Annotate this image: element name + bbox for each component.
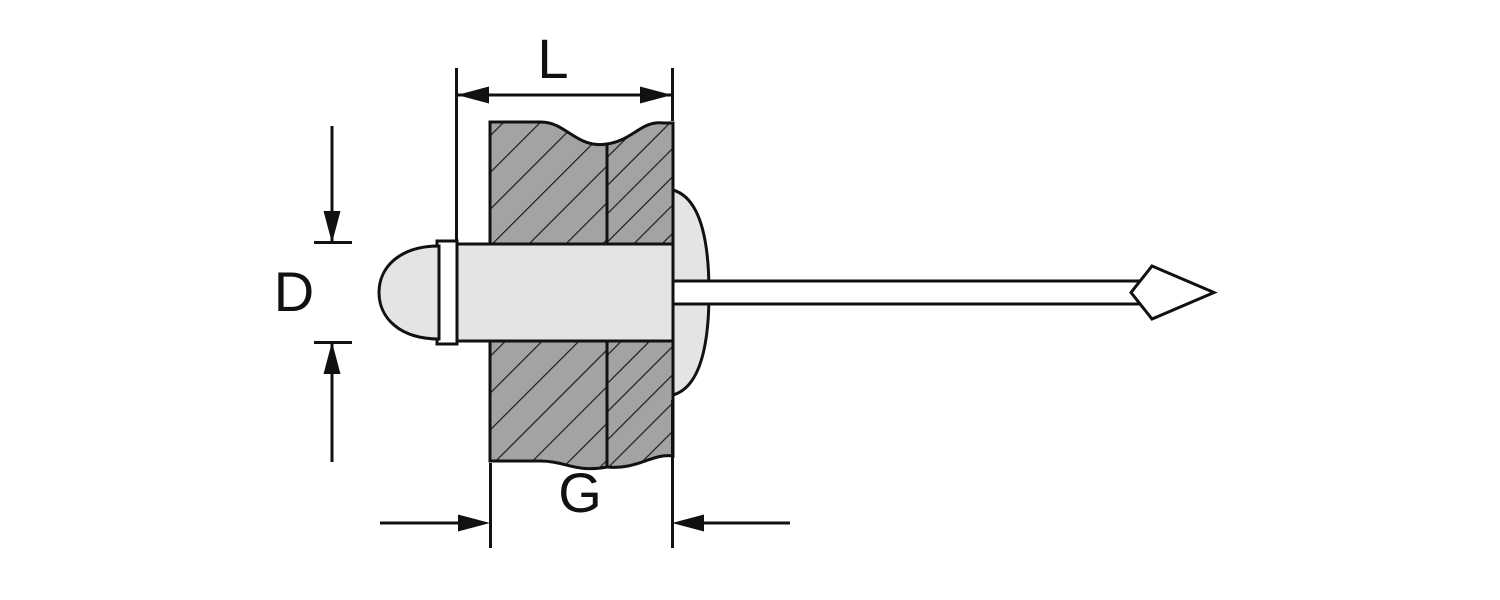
- mandrel-tip: [1129, 264, 1218, 321]
- plate-upper-right: [605, 121, 675, 246]
- mandrel-rod: [671, 279, 1154, 306]
- dimension-diameter: D: [274, 126, 352, 462]
- arrowhead-up: [323, 342, 341, 374]
- plate-upper-left: [488, 120, 609, 246]
- arrowhead-left: [457, 86, 489, 104]
- dimension-grip: G: [380, 400, 790, 548]
- rivet-group: [377, 187, 1218, 398]
- arrowhead-left: [672, 514, 704, 532]
- plates-group: [488, 120, 675, 471]
- dimension-length: L: [455, 27, 674, 240]
- plate-lower-right: [605, 339, 675, 469]
- grip-label: G: [558, 461, 602, 524]
- arrowhead-down: [323, 211, 341, 243]
- dome-head: [377, 244, 441, 341]
- arrowhead-right: [458, 514, 490, 532]
- diameter-label: D: [274, 260, 314, 323]
- arrowhead-right: [640, 86, 672, 104]
- rivet-sleeve: [455, 242, 675, 343]
- length-label: L: [537, 27, 568, 90]
- plate-lower-left: [488, 339, 609, 471]
